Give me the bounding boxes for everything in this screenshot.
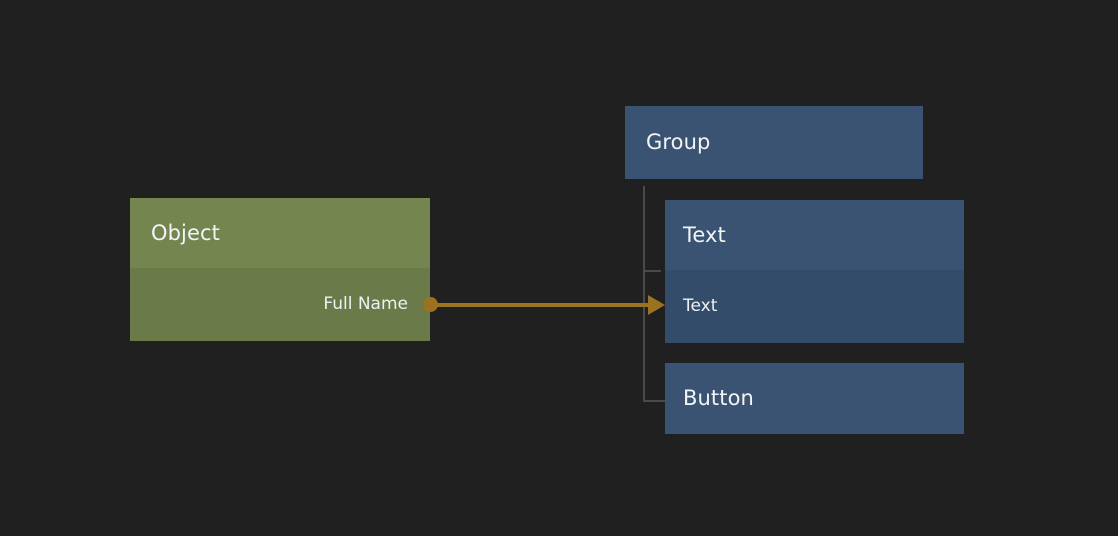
connection-full-name-to-text[interactable] bbox=[430, 303, 652, 307]
hierarchy-spine-line bbox=[643, 186, 645, 402]
node-group[interactable]: Group bbox=[625, 106, 923, 179]
node-text-row-text-label: Text bbox=[683, 296, 718, 316]
node-button-title: Button bbox=[683, 386, 754, 410]
output-socket-full-name[interactable] bbox=[423, 297, 438, 312]
node-object-body: Full Name bbox=[130, 268, 430, 341]
node-text-row-text[interactable]: Text bbox=[665, 270, 964, 343]
node-text-header[interactable]: Text bbox=[665, 200, 964, 270]
node-button-header[interactable]: Button bbox=[665, 363, 964, 434]
hierarchy-branch-text bbox=[643, 270, 661, 272]
node-object[interactable]: Object Full Name bbox=[130, 198, 430, 341]
node-object-row-full-name[interactable]: Full Name bbox=[130, 268, 430, 341]
hierarchy-branch-button bbox=[643, 400, 665, 402]
node-button[interactable]: Button bbox=[665, 363, 964, 434]
node-object-header[interactable]: Object bbox=[130, 198, 430, 268]
node-object-title: Object bbox=[151, 220, 220, 245]
node-text[interactable]: Text Text bbox=[665, 200, 964, 343]
node-group-header[interactable]: Group bbox=[625, 106, 923, 179]
node-object-row-full-name-label: Full Name bbox=[323, 294, 408, 314]
node-text-body: Text bbox=[665, 270, 964, 343]
connection-arrow-icon bbox=[648, 295, 665, 315]
node-group-title: Group bbox=[646, 130, 711, 154]
node-text-title: Text bbox=[683, 222, 726, 247]
